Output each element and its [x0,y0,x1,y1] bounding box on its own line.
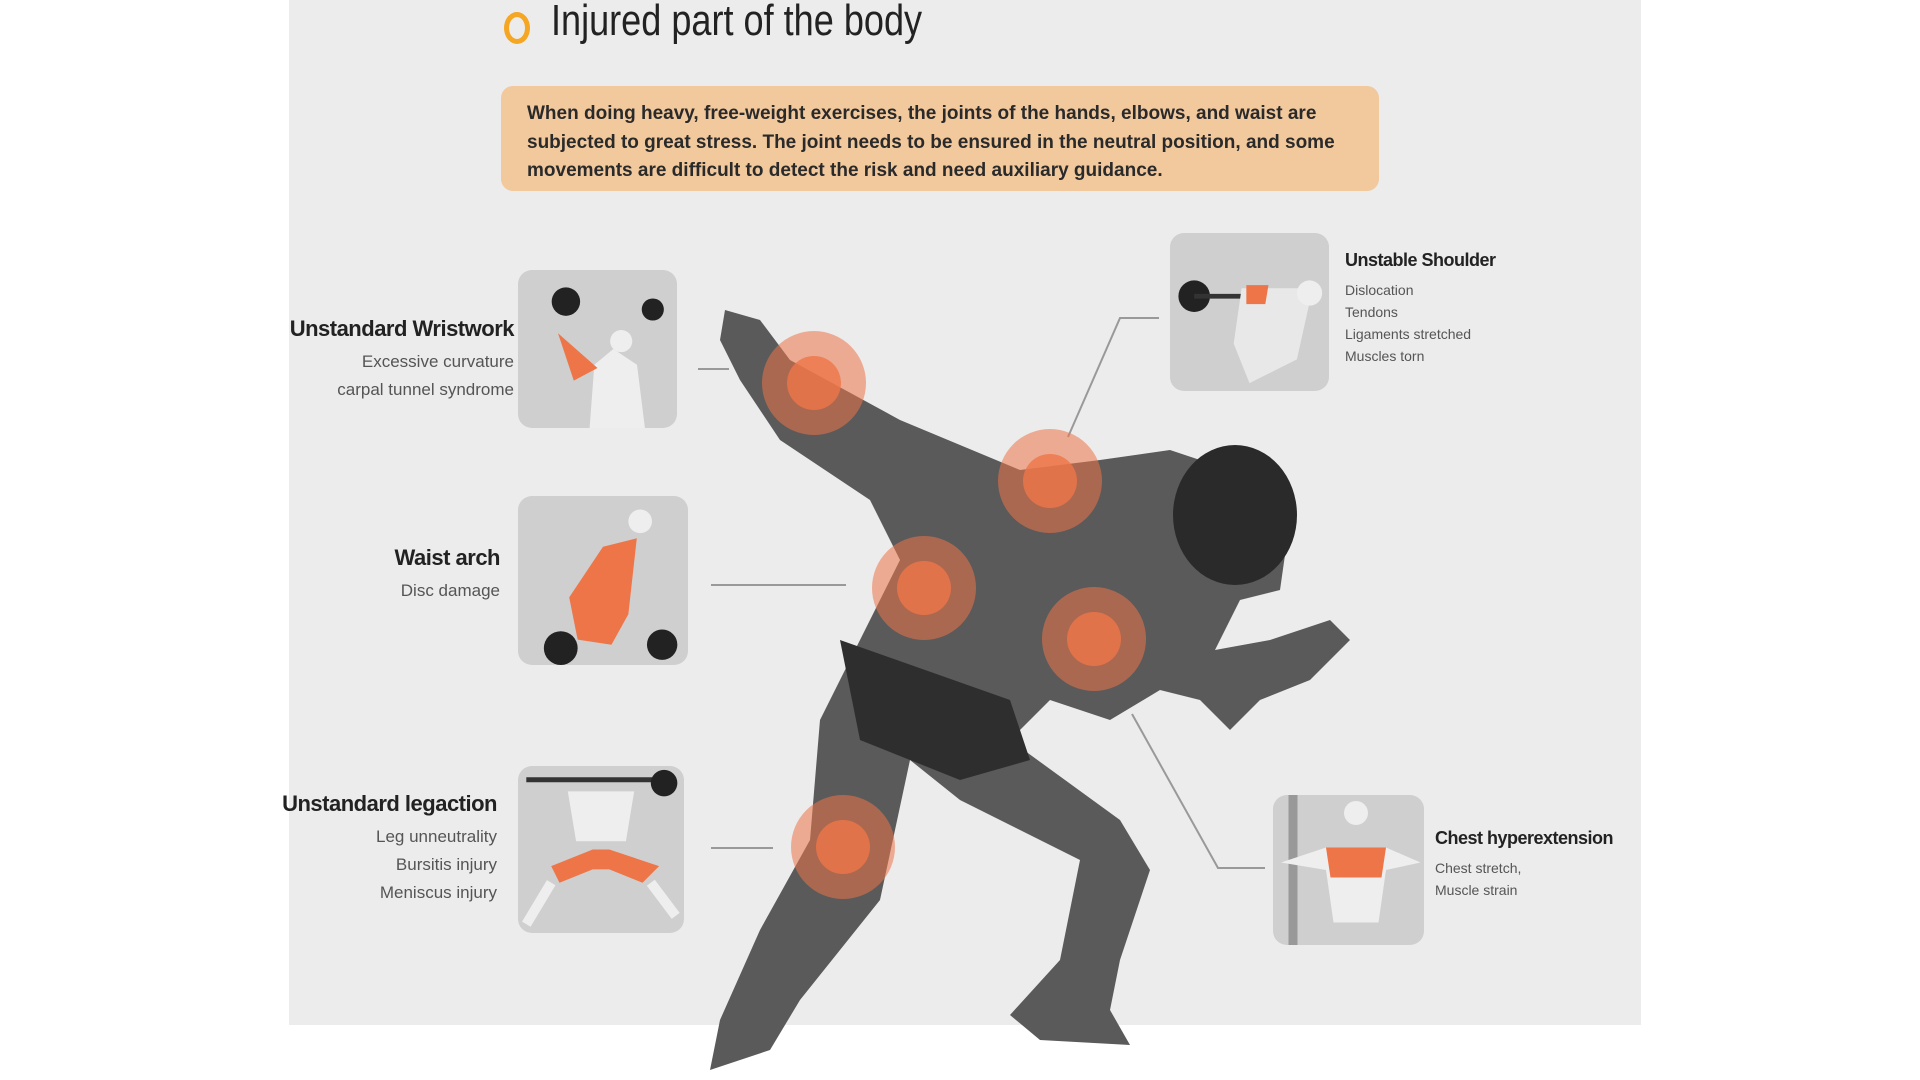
intro-text: When doing heavy, free-weight exercises,… [527,103,1335,181]
wrist-injury-label: Unstandard Wristwork Excessive curvature… [289,316,515,404]
leg-item: Leg unneutrality [376,827,497,846]
chest-exercise-image [1273,795,1424,945]
shoulder-title: Unstable Shoulder [1345,250,1496,270]
chest-injury-label: Chest hyperextension Chest stretch, Musc… [1435,828,1614,901]
wrist-title: Unstandard Wristwork [289,316,515,341]
waist-title: Waist arch [394,545,501,570]
hotspots [762,331,1146,899]
leg-item: Meniscus injury [379,883,497,902]
waist-item: Disc damage [400,581,500,600]
page-title: Injured part of the body [551,0,923,45]
hotspot-chest [1042,587,1146,691]
leg-title: Unstandard legaction [282,791,497,816]
waist-exercise-image [518,496,688,665]
hotspot-knee [791,795,895,899]
shoulder-item: Muscles torn [1345,348,1425,364]
shoulder-item: Tendons [1345,304,1398,320]
leg-item: Bursitis injury [395,855,497,874]
shoulder-item: Ligaments stretched [1345,326,1472,342]
leg-injury-label: Unstandard legaction Leg unneutrality Bu… [282,791,497,907]
connector-lines [698,317,1265,869]
intro-box: When doing heavy, free-weight exercises,… [501,86,1379,191]
shoulder-item: Dislocation [1345,282,1414,298]
chest-item: Chest stretch, [1435,860,1522,876]
chest-item: Muscle strain [1435,882,1518,898]
wrist-item: carpal tunnel syndrome [337,380,514,399]
hotspot-shoulder [998,429,1102,533]
hotspot-waist [872,536,976,640]
shoulder-injury-label: Unstable Shoulder Dislocation Tendons Li… [1345,250,1496,367]
wrist-item: Excessive curvature [361,352,514,371]
waist-injury-label: Waist arch Disc damage [394,545,501,605]
chest-title: Chest hyperextension [1435,828,1614,848]
leg-exercise-image [518,766,684,933]
wrist-exercise-image [518,270,677,428]
shoulder-exercise-image [1170,233,1329,391]
circle-bullet-icon [504,12,530,44]
hotspot-wrist [762,331,866,435]
